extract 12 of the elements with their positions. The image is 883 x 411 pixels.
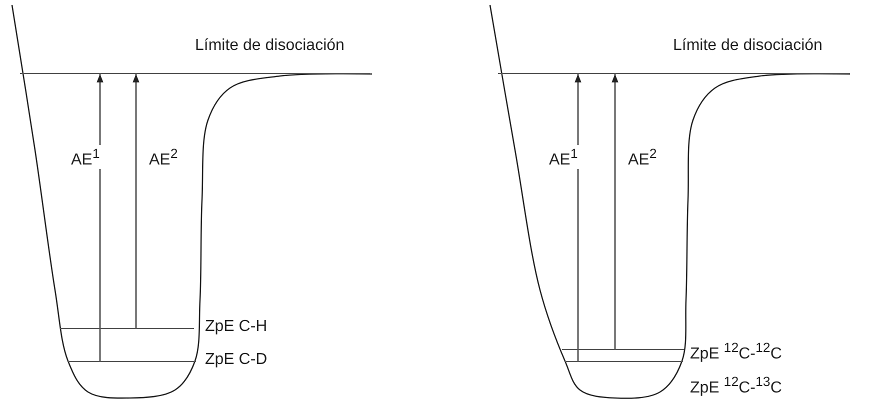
level-label: ZpE C-H <box>205 318 268 336</box>
limit-label: Límite de disociación <box>195 37 344 55</box>
arrow <box>96 74 104 361</box>
level-label: ZpE C-D <box>205 351 268 369</box>
arrow <box>612 74 618 349</box>
level-label: ZpE $^{12}$C-$^{13}$C <box>690 373 782 398</box>
edge-label: AE$^{1}$ <box>70 145 101 170</box>
arrow <box>132 74 140 328</box>
level-label: ZpE $^{12}$C-$^{12}$C <box>690 339 782 364</box>
edge-label: AE$^{1}$ <box>548 145 579 170</box>
arrow <box>574 74 582 361</box>
limit-label: Límite de disociación <box>673 37 822 55</box>
